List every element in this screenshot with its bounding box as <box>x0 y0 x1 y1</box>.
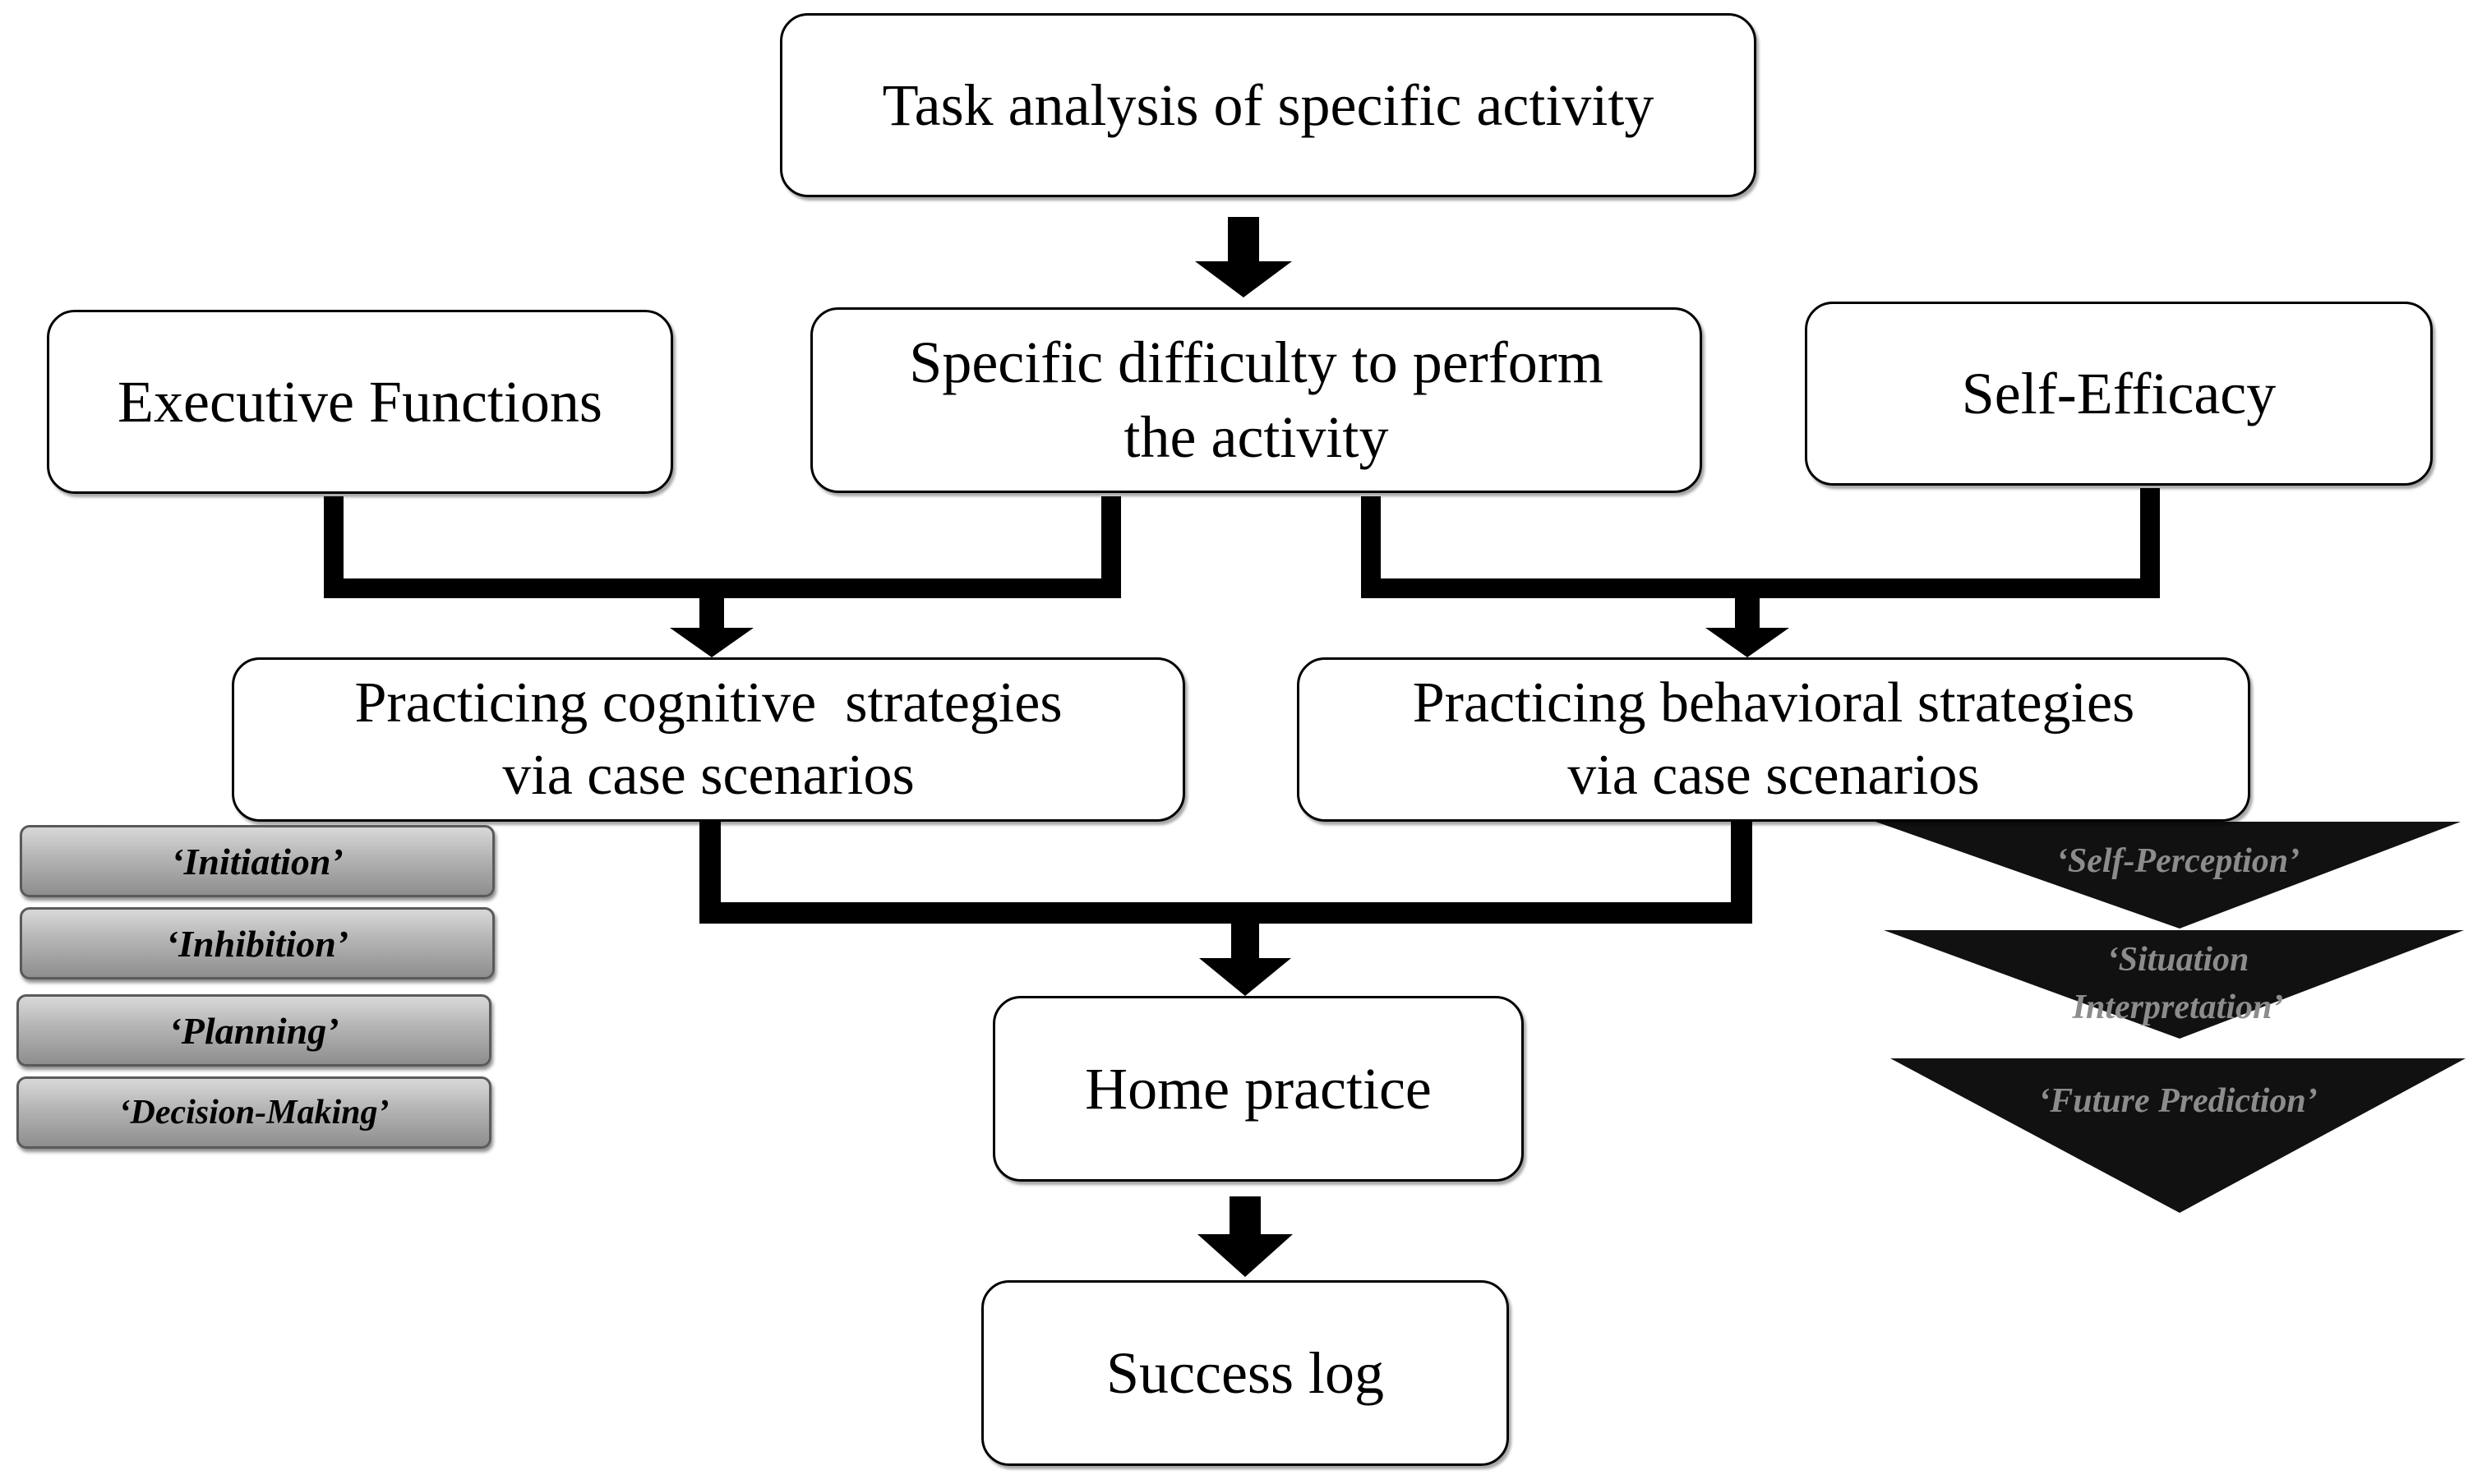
strategy-pill-label: ‘Initiation’ <box>171 840 344 883</box>
situation-line1-text: ‘Situation <box>2106 941 2249 979</box>
executive-functions-label: Executive Functions <box>118 368 602 435</box>
strategy-pill-label: ‘Planning’ <box>168 1009 339 1052</box>
specific-difficulty-line1: Specific difficulty to perform <box>909 330 1603 396</box>
triangle-label-self-perception: ‘Self-Perception’ <box>1923 838 2433 886</box>
task-analysis-box: Task analysis of specific activity <box>780 13 1756 197</box>
strategy-pill-inhibition: ‘Inhibition’ <box>20 907 495 979</box>
behavioral-line1: Practicing behavioral strategies <box>1412 671 2135 735</box>
cognitive-line2: via case scenarios <box>502 744 915 807</box>
home-practice-box: Home practice <box>993 996 1524 1182</box>
behavioral-line2: via case scenarios <box>1567 744 1980 807</box>
home-practice-label: Home practice <box>1085 1055 1432 1122</box>
behavioral-strategies-box: Practicing behavioral strategies via cas… <box>1297 657 2250 822</box>
strategy-pill-label: ‘Decision-Making’ <box>118 1094 390 1131</box>
connector-left-horizontal <box>324 578 1121 598</box>
future-prediction-text: ‘Future Prediction’ <box>2038 1082 2318 1120</box>
success-log-box: Success log <box>981 1280 1509 1466</box>
triangle-situation-interpretation <box>1884 930 2464 1039</box>
connector-bottom-horizontal <box>699 902 1752 924</box>
strategy-pill-planning: ‘Planning’ <box>16 994 491 1067</box>
triangle-future-prediction <box>1890 1058 2466 1213</box>
arrow-to-home-practice <box>1199 924 1291 996</box>
connector-right-horizontal <box>1361 578 2160 598</box>
triangle-label-situation-interpretation: ‘Situation Interpretation’ <box>1923 937 2433 1032</box>
success-log-label: Success log <box>1106 1339 1384 1406</box>
strategy-pill-label: ‘Inhibition’ <box>165 922 349 965</box>
self-efficacy-label: Self-Efficacy <box>1961 360 2277 426</box>
specific-difficulty-box: Specific difficulty to perform the activ… <box>810 307 1702 493</box>
arrow-to-success-log <box>1197 1196 1293 1277</box>
triangle-self-perception <box>1876 822 2461 929</box>
cognitive-strategies-box: Practicing cognitive strategies via case… <box>232 657 1185 822</box>
cognitive-line1: Practicing cognitive strategies <box>354 671 1063 735</box>
strategy-pill-initiation: ‘Initiation’ <box>20 825 495 897</box>
situation-line2-text: Interpretation’ <box>2072 988 2284 1026</box>
triangle-label-future-prediction: ‘Future Prediction’ <box>1923 1078 2433 1126</box>
task-analysis-label: Task analysis of specific activity <box>882 71 1654 138</box>
arrow-task-to-difficulty <box>1195 217 1292 297</box>
arrow-to-cognitive <box>670 598 754 657</box>
self-perception-text: ‘Self-Perception’ <box>2055 842 2300 880</box>
strategy-pill-decision-making: ‘Decision-Making’ <box>16 1076 491 1149</box>
specific-difficulty-line2: the activity <box>1123 404 1389 470</box>
arrow-to-behavioral <box>1705 598 1789 657</box>
executive-functions-box: Executive Functions <box>47 310 673 494</box>
self-efficacy-box: Self-Efficacy <box>1805 302 2433 486</box>
